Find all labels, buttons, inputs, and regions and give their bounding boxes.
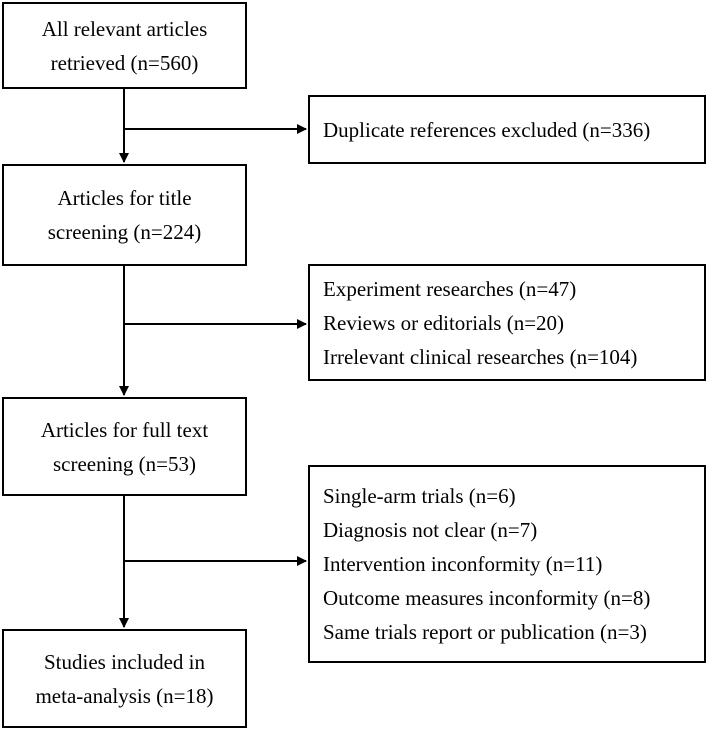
- box-duplicates-excluded: Duplicate references excluded (n=336): [308, 95, 706, 164]
- box-included-line-1: Studies included in: [44, 649, 205, 674]
- full-text-exclusion-5: Same trials report or publication (n=3): [323, 620, 647, 644]
- full-text-exclusion-4: Outcome measures inconformity (n=8): [323, 586, 651, 610]
- box-retrieved-line-2: retrieved (n=560): [50, 50, 199, 75]
- title-exclusion-1: Experiment researches (n=47): [323, 276, 577, 301]
- box-title-exclusions: Experiment researches (n=47) Reviews or …: [308, 264, 706, 381]
- box-included-line-2: meta-analysis (n=18): [35, 683, 214, 708]
- box-full-text-line-1: Articles for full text: [40, 417, 209, 442]
- box-title-screening: Articles for title screening (n=224): [2, 164, 247, 266]
- duplicates-excluded-text: Duplicate references excluded (n=336): [323, 117, 651, 142]
- box-full-text: Articles for full text screening (n=53): [2, 397, 247, 496]
- box-retrieved: All relevant articles retrieved (n=560): [2, 2, 247, 89]
- title-exclusion-2: Reviews or editorials (n=20): [323, 310, 565, 335]
- box-included: Studies included in meta-analysis (n=18): [2, 629, 247, 728]
- full-text-exclusion-2: Diagnosis not clear (n=7): [323, 518, 538, 542]
- full-text-exclusion-1: Single-arm trials (n=6): [323, 484, 516, 508]
- box-full-text-exclusions: Single-arm trials (n=6) Diagnosis not cl…: [308, 465, 706, 663]
- box-title-screening-line-2: screening (n=224): [47, 220, 202, 244]
- box-full-text-line-2: screening (n=53): [52, 451, 197, 476]
- full-text-exclusion-3: Intervention inconformity (n=11): [323, 552, 603, 576]
- box-title-screening-line-1: Articles for title: [57, 186, 192, 210]
- box-retrieved-line-1: All relevant articles: [41, 16, 208, 41]
- title-exclusion-3: Irrelevant clinical researches (n=104): [323, 344, 638, 369]
